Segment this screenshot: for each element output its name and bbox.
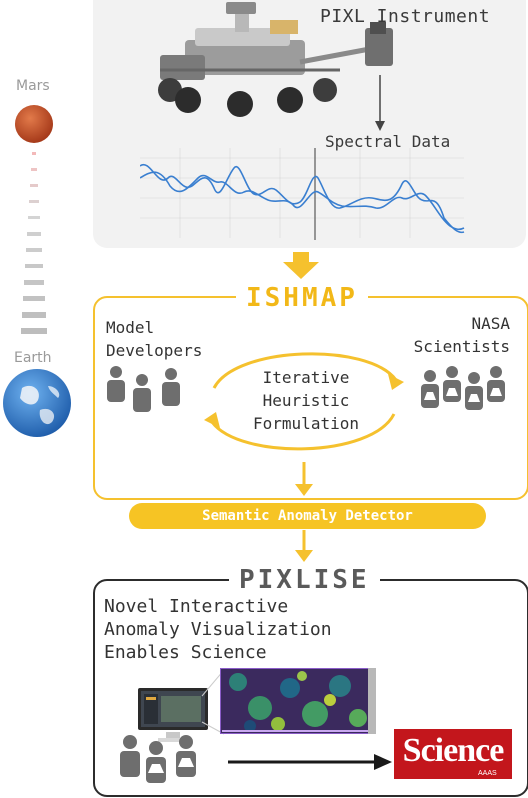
nasa-scientists-people-icon [421,366,505,410]
aaas-label: AAAS [478,770,497,777]
iteration-loop-arrows [204,352,404,451]
semantic-anomaly-detector-bar: Semantic Anomaly Detector [129,503,486,529]
mars-label: Mars [16,78,50,94]
travel-dash-line [21,152,47,334]
rover-illustration [158,2,393,117]
iterative-heuristic-formulation-text: Iterative Heuristic Formulation [253,368,359,433]
earth-label: Earth [14,350,52,366]
model-developers-people-icon [107,366,180,412]
loop-to-detector-arrow [295,462,313,496]
ishmap-title: ISHMAP [236,283,368,313]
spectral-data-label: Spectral Data [325,132,451,151]
instrument-to-spectrum-arrow [375,75,385,131]
pixlise-title: PIXLISE [229,565,380,595]
spectral-plot [140,148,465,240]
scientists-people-icon [120,735,196,783]
anomaly-map-image [220,668,370,734]
pixlise-description: Novel Interactive Anomaly Visualization … [104,596,332,663]
nasa-scientists-label: NASA Scientists [413,314,510,356]
to-science-arrow [228,754,392,770]
detector-to-pixlise-arrow [295,530,313,562]
monitor-icon [138,688,208,742]
mars-image [15,105,53,143]
panel-to-ishmap-arrow [283,252,319,279]
science-journal-logo: Science [394,729,512,779]
pixl-instrument-label: PIXL Instrument [320,6,491,27]
pixl-panel [93,0,526,248]
model-developers-label: Model Developers [106,318,203,360]
map-edge [368,668,376,734]
earth-image [3,369,71,437]
